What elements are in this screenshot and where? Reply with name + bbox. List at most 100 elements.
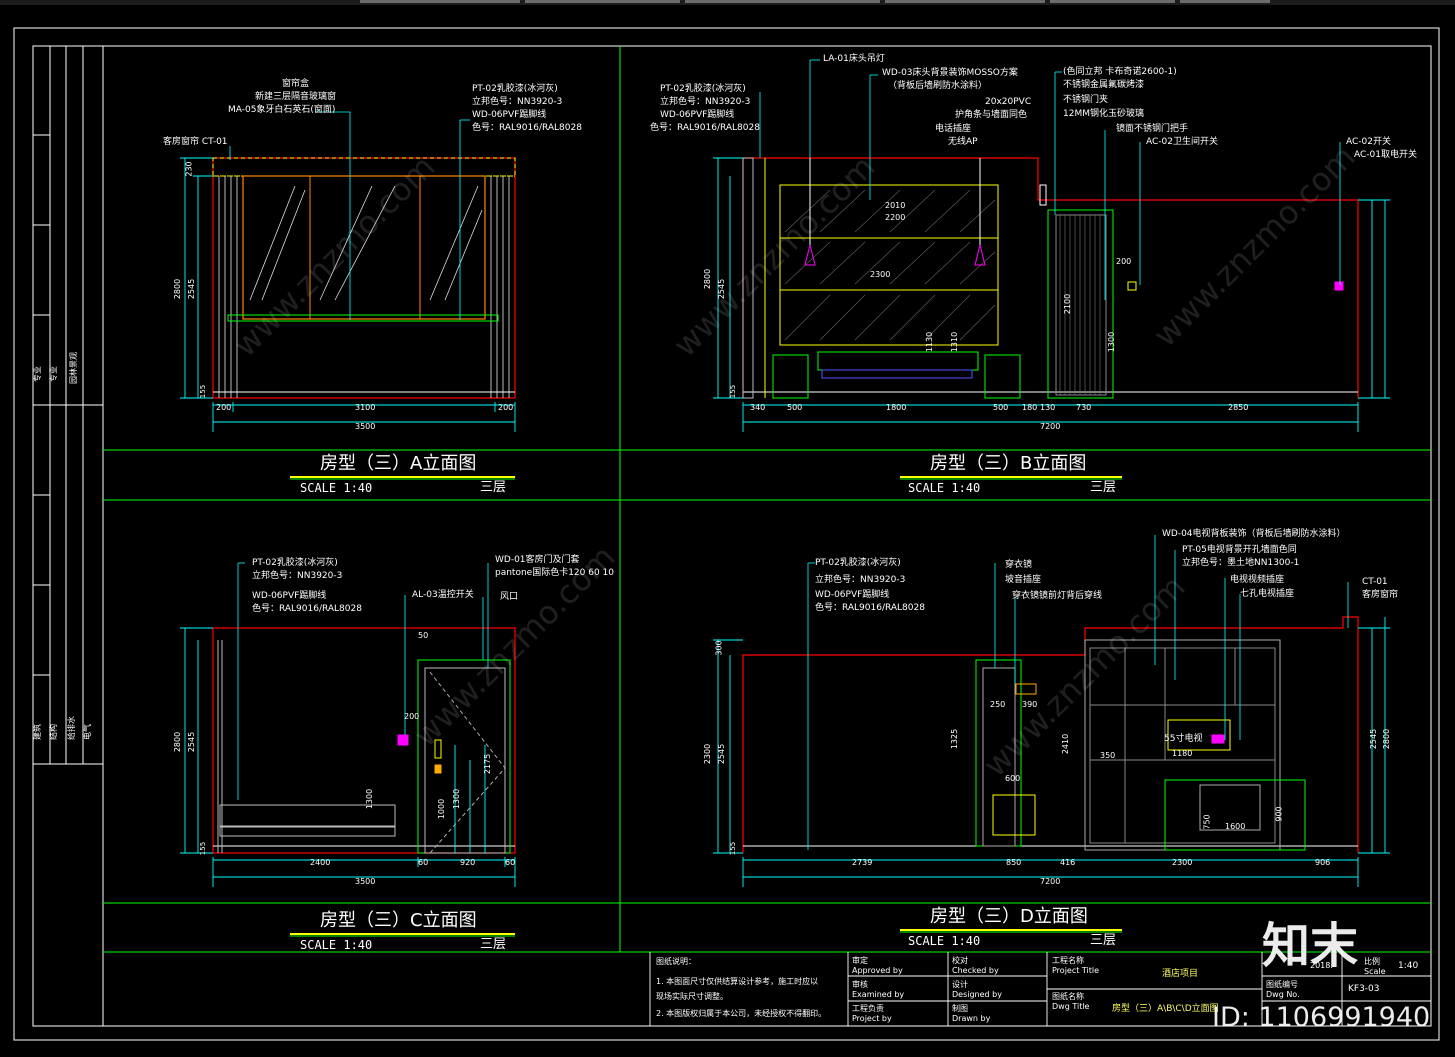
view-d-scale: SCALE 1:40 bbox=[908, 934, 981, 948]
annot-c-5: 色号：RAL9016/RAL8028 bbox=[252, 604, 362, 614]
dim-a-0: 200 bbox=[216, 403, 232, 412]
tb-project-cn: 工程负责 bbox=[852, 1004, 884, 1013]
left-strip bbox=[33, 46, 104, 1026]
view-b-title: 房型（三）B立面图 bbox=[930, 453, 1087, 474]
dim-d-5: 7200 bbox=[1040, 877, 1061, 886]
tb-ptitle-value: 酒店项目 bbox=[1162, 969, 1199, 979]
annot-a-1: 新建三层隔音玻璃窗 bbox=[255, 92, 337, 102]
annot-a-2: MA-05象牙白石英石(窗面) bbox=[228, 105, 336, 115]
tb-project-en: Project by bbox=[852, 1014, 892, 1023]
dim-b-1: 500 bbox=[787, 403, 803, 412]
annot-b-1: WD-03床头背景装饰MOSSO方案 bbox=[882, 68, 1018, 78]
dim-d-v1: 2300 bbox=[703, 743, 713, 765]
dim-b-7: 2850 bbox=[1228, 403, 1249, 412]
dim-d-i1: 2410 bbox=[1061, 733, 1071, 755]
annot-d-4: 七孔电视插座 bbox=[1240, 589, 1295, 599]
dim-c-2: 920 bbox=[460, 858, 476, 867]
dim-c-i4: 200 bbox=[404, 712, 420, 721]
notes-title: 图纸说明： bbox=[656, 957, 696, 966]
strip-label-6: 电气 bbox=[83, 724, 92, 740]
annot-b-15: 镜面不锈钢门把手 bbox=[1116, 124, 1189, 134]
annot-a-6: WD-06PVF踢脚线 bbox=[472, 110, 547, 120]
annot-b-9: 不锈钢门夹 bbox=[1063, 95, 1109, 105]
view-b-scale: SCALE 1:40 bbox=[908, 481, 981, 495]
annot-d-2: 立邦色号：墨土地NN1300-1 bbox=[1182, 558, 1300, 568]
elevation-b bbox=[713, 59, 1390, 432]
dim-b-i0: 2010 bbox=[885, 201, 906, 210]
tb-drawn-en: Drawn by bbox=[952, 1014, 991, 1023]
notes-line-2: 2. 本图版权归属于本公司，未经授权不得翻印。 bbox=[656, 1009, 827, 1018]
tb-dtitle-value: 房型（三）A\B\C\D立面图 bbox=[1112, 1004, 1219, 1014]
annot-d-1: PT-05电视背景开孔墙面色同 bbox=[1182, 545, 1297, 555]
annot-b-16: AC-02卫生间开关 bbox=[1146, 137, 1218, 147]
dim-d-r1: 2800 bbox=[1382, 728, 1392, 750]
dim-d-i3: 1180 bbox=[1172, 749, 1193, 758]
annot-d-14: 55寸电视 bbox=[1164, 734, 1203, 744]
annot-d-11: 穿衣镜 bbox=[1005, 560, 1033, 570]
tb-dwgno-en: Dwg No. bbox=[1266, 990, 1300, 999]
tb-drawn-cn: 制图 bbox=[952, 1004, 968, 1013]
dim-b-v0: 2800 bbox=[703, 268, 713, 290]
view-a-scale: SCALE 1:40 bbox=[300, 481, 373, 495]
strip-label-5: 给排水 bbox=[67, 716, 76, 740]
tb-checked-cn: 校对 bbox=[952, 956, 968, 965]
view-a-floor: 三层 bbox=[480, 480, 507, 495]
title-block-lines bbox=[649, 952, 1431, 1026]
dim-b-5: 130 bbox=[1040, 403, 1056, 412]
annot-d-8: 立邦色号：NN3920-3 bbox=[815, 575, 906, 585]
annot-b-3: PT-02乳胶漆(冰河灰) bbox=[660, 84, 746, 94]
annot-d-12: 坡音插座 bbox=[1005, 575, 1042, 585]
annot-b-0: LA-01床头吊灯 bbox=[823, 54, 885, 64]
dim-a-3: 3500 bbox=[355, 422, 376, 431]
inner-frame bbox=[32, 45, 1432, 1027]
dim-d-2: 416 bbox=[1060, 858, 1076, 867]
annot-a-7: 色号：RAL9016/RAL8028 bbox=[472, 123, 582, 133]
tb-dwgno-value: KF3-03 bbox=[1348, 984, 1380, 994]
annot-a-4: PT-02乳胶漆(冰河灰) bbox=[472, 84, 558, 94]
dim-d-v2: 2545 bbox=[717, 743, 727, 765]
annot-b-8: 不锈钢金属氟碳烤漆 bbox=[1063, 80, 1145, 90]
tb-approved-en: Approved by bbox=[852, 966, 903, 975]
dim-b-0: 340 bbox=[750, 403, 766, 412]
notes-line-1: 现场实际尺寸调整。 bbox=[656, 992, 728, 1001]
watermark-id: ID: 1106991940 bbox=[1212, 1002, 1431, 1033]
dim-c-3: 60 bbox=[505, 858, 516, 867]
tb-designed-en: Designed by bbox=[952, 990, 1002, 999]
view-c-scale: SCALE 1:40 bbox=[300, 938, 373, 952]
tb-dtitle-cn: 图纸名称 bbox=[1052, 992, 1084, 1001]
dim-d-v3: 155 bbox=[729, 841, 738, 856]
outer-frame bbox=[13, 27, 1440, 1041]
annot-c-7: 风口 bbox=[500, 592, 519, 602]
annot-b-11: 20x20PVC bbox=[985, 97, 1032, 107]
annot-d-3: 电视视频插座 bbox=[1230, 575, 1285, 585]
annot-b-6: 色号：RAL9016/RAL8028 bbox=[650, 123, 760, 133]
dim-a-v2: 230 bbox=[184, 161, 194, 177]
annot-a-5: 立邦色号：NN3920-3 bbox=[472, 97, 563, 107]
annot-d-0: WD-04电视背板装饰（背板后墙刷防水涂料） bbox=[1162, 529, 1346, 539]
view-b-floor: 三层 bbox=[1090, 480, 1117, 495]
dim-b-3: 500 bbox=[993, 403, 1009, 412]
strip-label-2: 园林景观 bbox=[69, 352, 78, 384]
annot-c-2: WD-01客房门及门套 bbox=[495, 555, 580, 565]
dim-b-6: 730 bbox=[1076, 403, 1092, 412]
tb-examined-cn: 审核 bbox=[852, 980, 868, 989]
dim-c-i3: 2175 bbox=[483, 753, 493, 775]
dim-c-i1: 1000 bbox=[437, 798, 447, 820]
strip-label-4: 结构 bbox=[49, 724, 58, 740]
dim-a-v0: 2800 bbox=[173, 278, 183, 300]
annot-d-6: 客房窗帘 bbox=[1362, 590, 1399, 600]
annot-d-5: CT-01 bbox=[1362, 577, 1388, 587]
annot-c-6: AL-03温控开关 bbox=[412, 590, 474, 600]
view-d-floor: 三层 bbox=[1090, 933, 1117, 948]
tb-examined-en: Examined by bbox=[852, 990, 905, 999]
annot-b-12: 护角条与墙面同色 bbox=[955, 110, 1028, 120]
tb-scale-label: 比例 bbox=[1364, 957, 1380, 966]
dim-b-4: 180 bbox=[1022, 403, 1038, 412]
dim-b-i1: 2200 bbox=[885, 213, 906, 222]
view-c-floor: 三层 bbox=[480, 937, 507, 952]
annot-b-10: 12MM钢化玉砂玻璃 bbox=[1063, 109, 1144, 119]
annot-a-3: 客房窗帘 CT-01 bbox=[163, 137, 228, 147]
annot-c-1: 立邦色号：NN3920-3 bbox=[252, 571, 343, 581]
dim-c-0: 2400 bbox=[310, 858, 331, 867]
annot-b-14: 无线AP bbox=[948, 137, 978, 147]
